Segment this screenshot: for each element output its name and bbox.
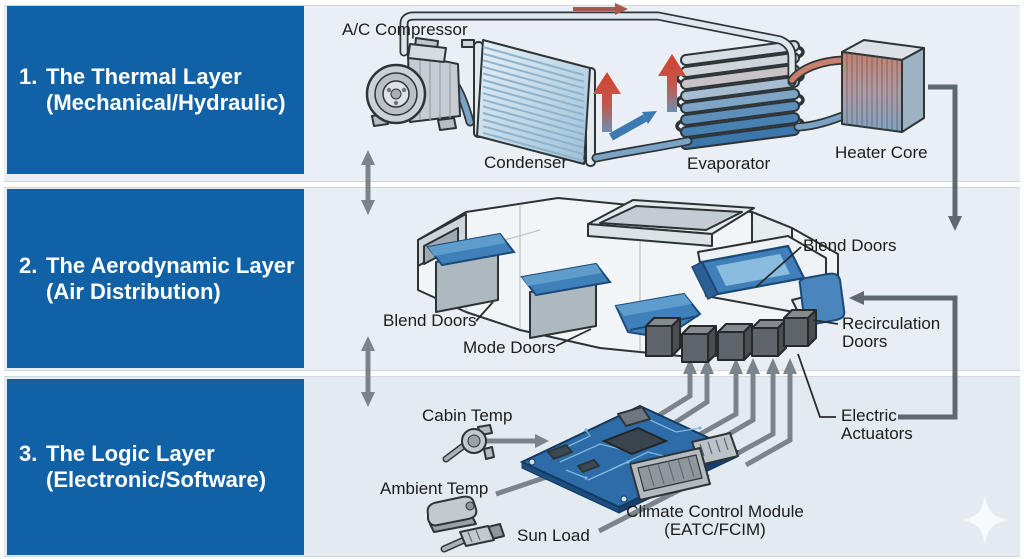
label-blend-doors-right: Blend Doors [803, 236, 897, 255]
ambient-temp-sensor [426, 495, 478, 533]
sun-load-sensor [440, 523, 505, 553]
electric-actuator-cubes [645, 309, 817, 363]
panel-2-number: 2. [19, 252, 38, 278]
cabin-temp-sensor [442, 424, 495, 463]
panel-1-number: 1. [19, 64, 38, 89]
sparkle-watermark [962, 495, 1008, 545]
condenser-airflow-arrow [593, 72, 621, 132]
actuator-signal-arrows [643, 358, 797, 468]
evaporator-airflow-arrow [658, 54, 686, 112]
climate-control-module-illustration [519, 404, 740, 514]
heater-core-illustration [841, 39, 925, 133]
label-ac-compressor: A/C Compressor [342, 20, 468, 39]
condenser-illustration [461, 39, 596, 167]
heater-to-blend-connector [928, 84, 962, 231]
label-blend-doors-left: Blend Doors [383, 311, 477, 330]
panel-3-title: The Logic Layer [46, 441, 215, 466]
refrigerant-pipe-suction [399, 11, 797, 87]
label-condenser: Condenser [484, 153, 568, 172]
ac-compressor-illustration [365, 37, 461, 131]
panel-3-subtitle: (Electronic/Software) [46, 467, 267, 492]
panel-2-title-box: 2. The Aerodynamic Layer (Air Distributi… [7, 189, 304, 368]
actuator-to-recirculation-connector [849, 291, 958, 420]
mode-door-1 [520, 262, 612, 297]
blend-door-right [690, 244, 806, 301]
panel-2-subtitle: (Air Distribution) [46, 278, 221, 304]
label-mode-doors: Mode Doors [463, 338, 556, 357]
label-electric-actuators: Electric Actuators [841, 406, 913, 443]
hvac-housing-illustration [417, 197, 846, 363]
panel-3-number: 3. [19, 441, 38, 466]
label-climate-control-module: Climate Control Module (EATC/FCIM) [626, 502, 804, 539]
panel-1-title-box: 1. The Thermal Layer (Mechanical/Hydraul… [7, 6, 304, 174]
panel-1-subtitle: (Mechanical/Hydraulic) [46, 90, 286, 115]
layer-link-arrow-top [361, 150, 375, 215]
layer-link-arrow-bottom [361, 336, 375, 407]
panel-2-title: The Aerodynamic Layer [46, 252, 295, 278]
label-leader-lines [475, 246, 839, 418]
label-ambient-temp: Ambient Temp [380, 479, 489, 498]
label-sun-load: Sun Load [517, 526, 590, 545]
panel-3-title-box: 3. The Logic Layer (Electronic/Software) [7, 379, 304, 555]
panel-1-title: The Thermal Layer [46, 64, 242, 89]
label-heater-core: Heater Core [835, 143, 928, 162]
blend-door-left [426, 232, 516, 267]
cold-flow-arrow [609, 111, 657, 141]
label-recirculation-doors: Recirculation Doors [842, 314, 941, 351]
refrigerant-pipe-hot [787, 55, 853, 85]
label-cabin-temp: Cabin Temp [422, 406, 513, 425]
evaporator-illustration [675, 40, 805, 150]
label-evaporator: Evaporator [687, 154, 771, 173]
hot-flow-arrow-top [573, 3, 628, 15]
